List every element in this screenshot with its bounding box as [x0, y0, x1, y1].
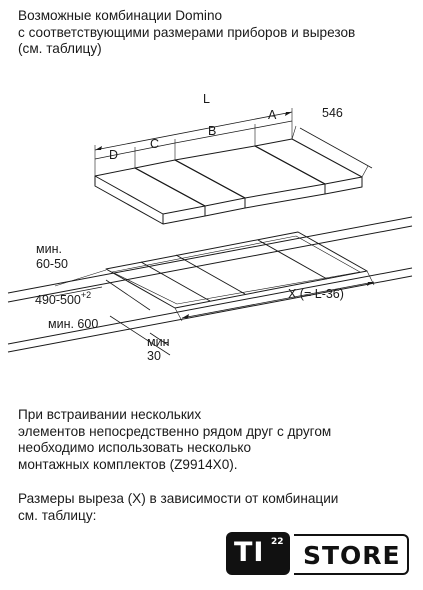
worktop-edge-upper-1 [7, 216, 413, 294]
label-min-1: мин. [36, 242, 62, 256]
worktop-edge-lower-1 [7, 267, 413, 345]
ti-store-logo: TI 22 STORE [226, 532, 409, 575]
dim-b-line [174, 127, 256, 144]
dim-d-line [94, 150, 136, 160]
para2-line-2: см. таблицу: [18, 507, 97, 523]
label-min-2: мин [147, 335, 170, 349]
units-front-face-3 [204, 198, 246, 217]
paragraph-cutout-sizes: Размеры выреза (X) в зависимости от комб… [18, 491, 418, 524]
units-front-face-5 [324, 177, 363, 195]
dim-l-line [94, 111, 293, 151]
label-60-50: 60-50 [36, 257, 68, 271]
dim-min-front-2 [54, 269, 107, 287]
worktop-edge-upper-2 [7, 225, 413, 303]
para1-line-1: При встраивании нескольких [18, 407, 202, 422]
unit-a-top [254, 138, 363, 185]
installation-diagram: L A B C D 546 мин. 60-50 490-500+2 мин. … [7, 92, 413, 363]
cutout-divider-2 [175, 254, 246, 295]
label-b: B [208, 124, 216, 138]
logo-store-box: STORE [294, 534, 409, 575]
units-front-face-2 [162, 206, 206, 225]
label-546: 546 [322, 106, 343, 120]
unit-c-top [134, 159, 246, 207]
intro-line-1: Возможные комбинации Domino [18, 8, 223, 23]
dim-x-ext-1 [174, 307, 183, 322]
paragraph-multiple-units: При встраивании нескольких элементов неп… [18, 407, 418, 473]
worktop-edge-lower-2 [7, 275, 413, 353]
cutout-inner [111, 235, 361, 305]
para1-line-2: элементов непосредственно рядом друг с д… [18, 423, 332, 439]
dim-600-line [109, 315, 171, 356]
units-front-face [94, 176, 164, 225]
dim-546-line [299, 127, 373, 169]
label-cutout-x: X (= L-36) [288, 287, 344, 301]
para1-line-4: монтажных комплектов (Z9914X0). [18, 456, 238, 472]
label-c: C [150, 137, 159, 151]
logo-ti-box: TI 22 [226, 532, 290, 575]
cutout-divider-1 [140, 261, 211, 302]
label-a: A [268, 108, 277, 122]
dim-depth-line [105, 279, 151, 311]
cutout-divider-3 [257, 239, 328, 280]
label-490-500: 490-500+2 [35, 290, 91, 307]
intro-text: Возможные комбинации Domino с соответств… [18, 8, 418, 58]
logo-ti-text: TI [234, 537, 265, 568]
dim-x-line [181, 281, 375, 319]
dim-c-line [134, 142, 176, 152]
dim-a-line [254, 120, 293, 129]
intro-line-3: (см. таблицу) [18, 41, 102, 56]
dim-30-line [149, 332, 169, 346]
label-30: 30 [147, 349, 161, 363]
intro-line-2: с соответствующими размерами приборов и … [18, 24, 356, 40]
dim-546-ext-2 [361, 165, 369, 178]
dim-546-ext-1 [291, 125, 297, 140]
dim-min-front [54, 286, 103, 297]
para2-line-1: Размеры выреза (X) в зависимости от комб… [18, 491, 339, 506]
label-l: L [203, 92, 210, 106]
label-d: D [109, 148, 118, 162]
label-min-600: мин. 600 [48, 317, 98, 331]
para1-line-3: необходимо использовать несколько [18, 440, 252, 455]
logo-ti-superscript: 22 [271, 537, 284, 547]
unit-d-top [94, 167, 206, 215]
logo-store-text: STORE [303, 541, 401, 570]
